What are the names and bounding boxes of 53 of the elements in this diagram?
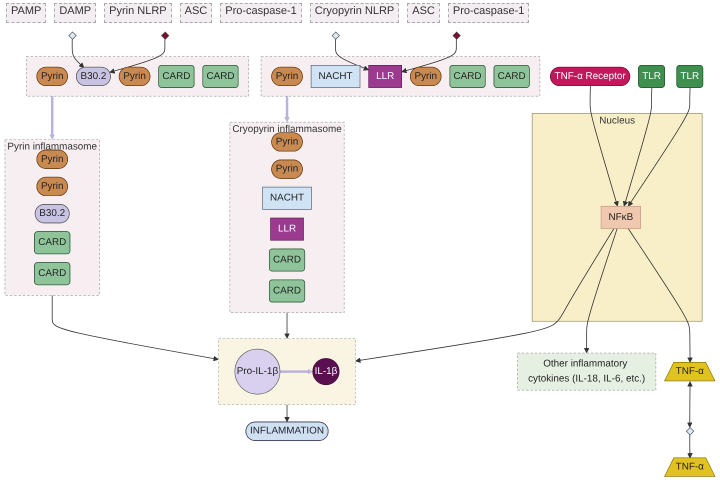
arrow — [687, 434, 693, 458]
domain: NACHT — [262, 186, 312, 210]
domain: NACHT — [310, 64, 360, 88]
receptor: TLR — [676, 64, 704, 88]
row-label: PAMP — [6, 3, 46, 23]
molecule-diamond — [161, 31, 170, 40]
domain: CARD — [494, 64, 530, 88]
cytokine-circle: Pro-IL-1β — [234, 348, 280, 394]
ligand: TNF-α — [664, 362, 716, 382]
molecule-diamond — [332, 31, 340, 40]
outcome-ellipse: INFLAMMATION — [246, 422, 328, 441]
row-label: ASC — [180, 3, 212, 23]
receptor: TNF-α Receptor — [550, 66, 630, 86]
domain: CARD — [34, 262, 70, 285]
arrow — [52, 294, 219, 362]
row-label: Pro-caspase-1 — [448, 3, 530, 23]
molecule-diamond — [68, 31, 77, 40]
arrow — [109, 38, 166, 74]
thick-arrow — [280, 368, 313, 374]
domain: LLR — [270, 218, 304, 240]
arrow — [401, 38, 457, 73]
arrow — [72, 38, 84, 68]
arrow — [628, 87, 690, 206]
row-label: Cryopyrin NLRP — [310, 3, 400, 23]
row-label: ASC — [407, 3, 440, 23]
receptor: TLR — [638, 64, 665, 88]
domain: CARD — [269, 248, 306, 272]
row-label: Pyrin NLRP — [104, 3, 172, 23]
arrow — [355, 228, 614, 363]
domain: CARD — [269, 279, 306, 302]
thick-arrow — [284, 96, 290, 122]
domain: CARD — [158, 64, 194, 88]
factor-box: NFκB — [600, 206, 641, 229]
arrow — [590, 85, 619, 206]
arrow — [628, 228, 693, 363]
row-label: DAMP — [54, 3, 96, 23]
arrow — [335, 38, 369, 70]
molecule-diamond — [452, 31, 461, 40]
arrow — [284, 312, 290, 339]
domain: CARD — [450, 64, 486, 88]
molecule-diamond — [686, 426, 694, 436]
domain: CARD — [202, 64, 239, 88]
arrow — [687, 381, 693, 428]
row-label: Pro-caspase-1 — [220, 3, 302, 23]
ligand: TNF-α — [664, 457, 716, 477]
arrow — [622, 87, 652, 206]
domain: CARD — [34, 231, 70, 254]
arrow — [584, 228, 618, 354]
thick-arrow — [50, 96, 55, 140]
cytokine-circle: IL-1β — [312, 358, 340, 385]
arrow — [284, 404, 290, 422]
domain: LLR — [368, 64, 402, 88]
cytokine-box: Other inflammatory cytokines (IL-18, IL-6, etc.) — [517, 352, 656, 390]
